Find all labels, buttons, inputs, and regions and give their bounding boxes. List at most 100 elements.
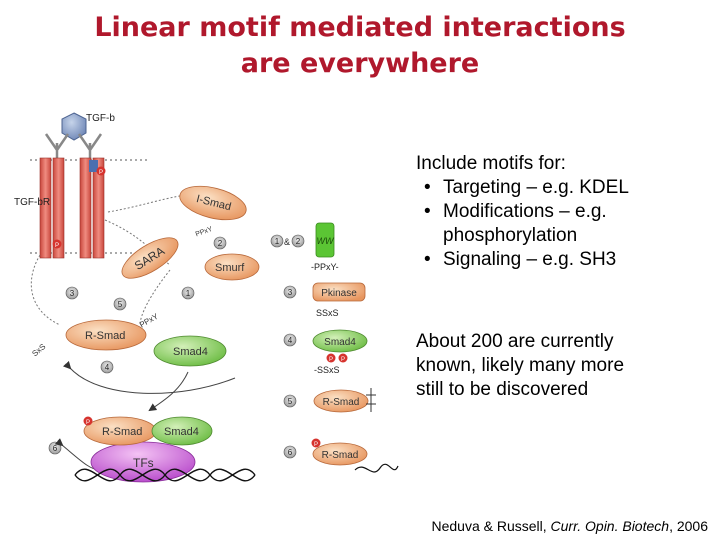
svg-text:5: 5 xyxy=(118,300,123,309)
arrow-to-nucleus xyxy=(148,371,189,412)
rsmad-legend-ellipse-5 xyxy=(313,389,369,413)
sxs-label: SxS xyxy=(30,342,47,358)
receptor-bar-1 xyxy=(39,157,52,259)
dna-mini-6 xyxy=(354,463,399,473)
rsmad-bottom-label: R-Smad xyxy=(102,426,142,438)
smurf-label: Smurf xyxy=(215,262,245,274)
rsmad-legend-label-6: R-Smad xyxy=(322,450,359,461)
svg-text:1: 1 xyxy=(186,289,191,298)
step-marker-3-right: 3 xyxy=(283,285,297,299)
dashed-arrow-receptor-ismad xyxy=(107,194,206,213)
smad4-legend-label: Smad4 xyxy=(324,337,356,348)
step-marker-6-left: 6 xyxy=(48,441,62,455)
svg-text:2: 2 xyxy=(218,239,223,248)
rsmad-ellipse xyxy=(65,319,147,351)
bullet-signaling: Signaling – e.g. SH3 xyxy=(416,248,629,272)
svg-text:4: 4 xyxy=(288,336,293,345)
phospho-dot-legend-b-label: P xyxy=(341,357,345,363)
paragraph-line-2: known, likely many more xyxy=(416,355,625,376)
phospho-dot-receptor-b-label: P xyxy=(55,243,59,249)
phospho-dot-legend-a xyxy=(326,353,336,363)
arrow-complex-formation xyxy=(62,360,236,394)
tgfbr-label: TGF-bR xyxy=(14,197,50,208)
smurf-ellipse xyxy=(204,253,260,281)
tgfb-ligand-shape xyxy=(61,112,87,141)
motif-list: Include motifs for: Targeting – e.g. KDE… xyxy=(416,152,629,272)
receptor-blue-patch xyxy=(89,160,98,172)
smad4-legend-ellipse xyxy=(312,329,368,353)
dna-bracket-5 xyxy=(366,388,376,412)
phospho-dot-legend-b xyxy=(338,353,348,363)
motif-list-heading: Include motifs for: xyxy=(416,153,566,174)
step-marker-1-right: 1 xyxy=(270,234,284,248)
ww-label: WW xyxy=(317,236,335,246)
step-marker-1-left: 1 xyxy=(181,286,195,300)
step-marker-5-right: 5 xyxy=(283,394,297,408)
bullet-modifications-line2: phosphorylation xyxy=(443,225,578,246)
smad4-bottom-label: Smad4 xyxy=(164,426,199,438)
bullet-targeting: Targeting – e.g. KDEL xyxy=(416,176,629,200)
signaling-diagram: TGF-b TGF-bR P P I-Smad PPxY SARA Smurf … xyxy=(14,112,399,483)
bullet-modifications-line1: Modifications – e.g. xyxy=(443,201,607,222)
citation-year: , 2006 xyxy=(669,518,708,534)
svg-text:1: 1 xyxy=(275,237,280,246)
svg-text:4: 4 xyxy=(105,363,110,372)
smad4-label: Smad4 xyxy=(173,346,208,358)
pkinase-label: Pkinase xyxy=(321,288,357,299)
step-marker-3-left: 3 xyxy=(65,286,79,300)
svg-text:6: 6 xyxy=(53,444,58,453)
smad4-ellipse xyxy=(153,335,227,367)
svg-text:2: 2 xyxy=(296,237,301,246)
step-marker-5-left: 5 xyxy=(113,297,127,311)
bullet-modifications: Modifications – e.g. phosphorylation xyxy=(416,200,629,248)
receptor-bar-3 xyxy=(79,157,92,259)
citation-authors: Neduva & Russell, xyxy=(431,518,551,534)
receptor-bar-2 xyxy=(52,157,65,259)
phospho-dot-receptor-b xyxy=(52,239,62,249)
citation: Neduva & Russell, Curr. Opin. Biotech, 2… xyxy=(431,518,708,534)
motif-bullets: Targeting – e.g. KDEL Modifications – e.… xyxy=(416,176,629,272)
ssxs2-label: -SSxS xyxy=(314,365,340,375)
step-marker-4-right: 4 xyxy=(283,333,297,347)
tfs-label: TFs xyxy=(133,456,154,470)
paragraph-line-3: still to be discovered xyxy=(416,379,589,400)
dashed-arrow-smurf-rsmad xyxy=(139,269,171,326)
tgfb-label: TGF-b xyxy=(86,113,115,124)
ppxy-label-a: PPxY xyxy=(195,226,214,239)
step-marker-6-right: 6 xyxy=(283,445,297,459)
svg-text:3: 3 xyxy=(288,288,293,297)
amp-label: & xyxy=(284,237,290,247)
step-marker-4-left: 4 xyxy=(100,360,114,374)
ssxs-label: SSxS xyxy=(316,308,339,318)
svg-text:3: 3 xyxy=(70,289,75,298)
motif-count-paragraph: About 200 are currently known, likely ma… xyxy=(416,330,624,402)
receptor-bar-4 xyxy=(92,157,105,259)
dna-strand-b xyxy=(74,468,256,482)
dashed-arrow-receptor-rsmad xyxy=(30,254,61,326)
phospho-dot-rsmad-bottom-label: P xyxy=(86,420,90,426)
pkinase-box xyxy=(312,282,366,302)
sara-ellipse xyxy=(121,237,179,279)
svg-text:5: 5 xyxy=(288,397,293,406)
phospho-dot-receptor-a-label: P xyxy=(99,170,103,176)
title-line-2: are everywhere xyxy=(240,48,480,79)
phospho-dot-legend-a-label: P xyxy=(329,357,333,363)
step-marker-2-right: 2 xyxy=(291,234,305,248)
ismad-ellipse xyxy=(179,185,247,221)
phospho-dot-legend-c xyxy=(311,438,321,448)
rsmad-label: R-Smad xyxy=(85,330,125,342)
step-marker-2: 2 xyxy=(213,236,227,250)
smad4-bottom-ellipse xyxy=(151,416,213,446)
svg-text:6: 6 xyxy=(288,448,293,457)
ppxy-label-b: PPxY xyxy=(138,311,160,329)
phospho-dot-rsmad-bottom xyxy=(83,416,93,426)
title-line-1: Linear motif mediated interactions xyxy=(94,12,626,43)
slide-title: Linear motif mediated interactions are e… xyxy=(0,10,720,82)
rsmad-legend-ellipse-6 xyxy=(312,442,368,466)
rsmad-legend-label-5: R-Smad xyxy=(323,397,360,408)
ww-domain-box xyxy=(315,222,335,258)
paragraph-line-1: About 200 are currently xyxy=(416,331,614,352)
phospho-dot-receptor-a xyxy=(96,166,106,176)
phospho-dot-legend-c-label: P xyxy=(314,442,318,448)
citation-journal: Curr. Opin. Biotech xyxy=(550,518,670,534)
